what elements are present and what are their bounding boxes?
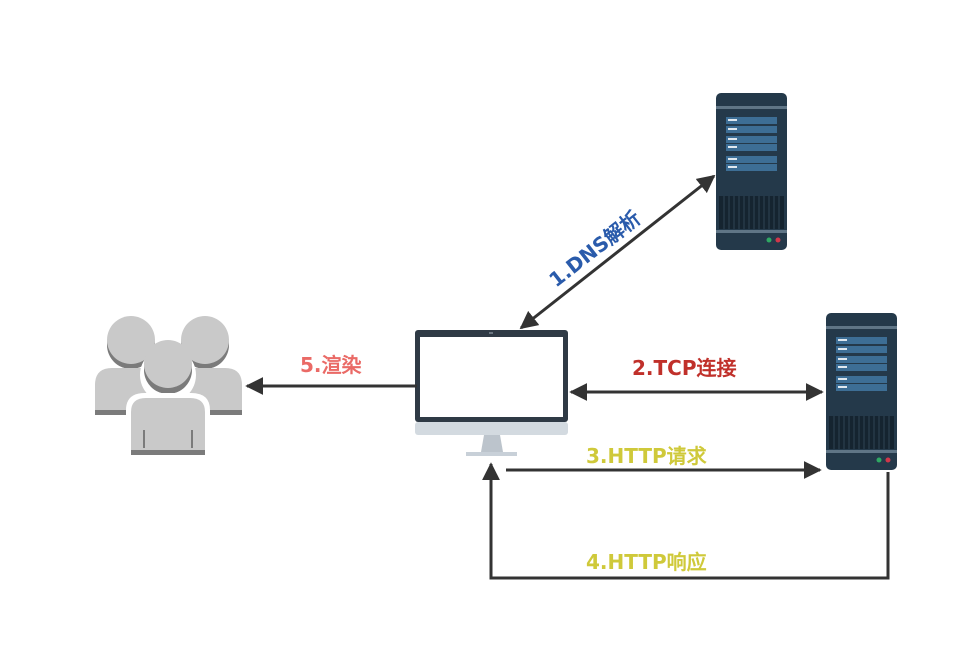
dns-arrow bbox=[519, 174, 716, 330]
response-arrow bbox=[482, 462, 890, 580]
step-label-response: 4.HTTP响应 bbox=[586, 550, 707, 574]
step-label-render: 5.渲染 bbox=[300, 353, 363, 377]
step-label-dns: 1.DNS解析 bbox=[544, 206, 645, 292]
step-label-request: 3.HTTP请求 bbox=[586, 444, 708, 468]
users-group-icon bbox=[95, 316, 242, 460]
step-label-tcp: 2.TCP连接 bbox=[632, 356, 737, 380]
web-server-icon bbox=[826, 313, 897, 470]
monitor-icon bbox=[415, 330, 568, 456]
dns-server-icon bbox=[716, 93, 787, 250]
